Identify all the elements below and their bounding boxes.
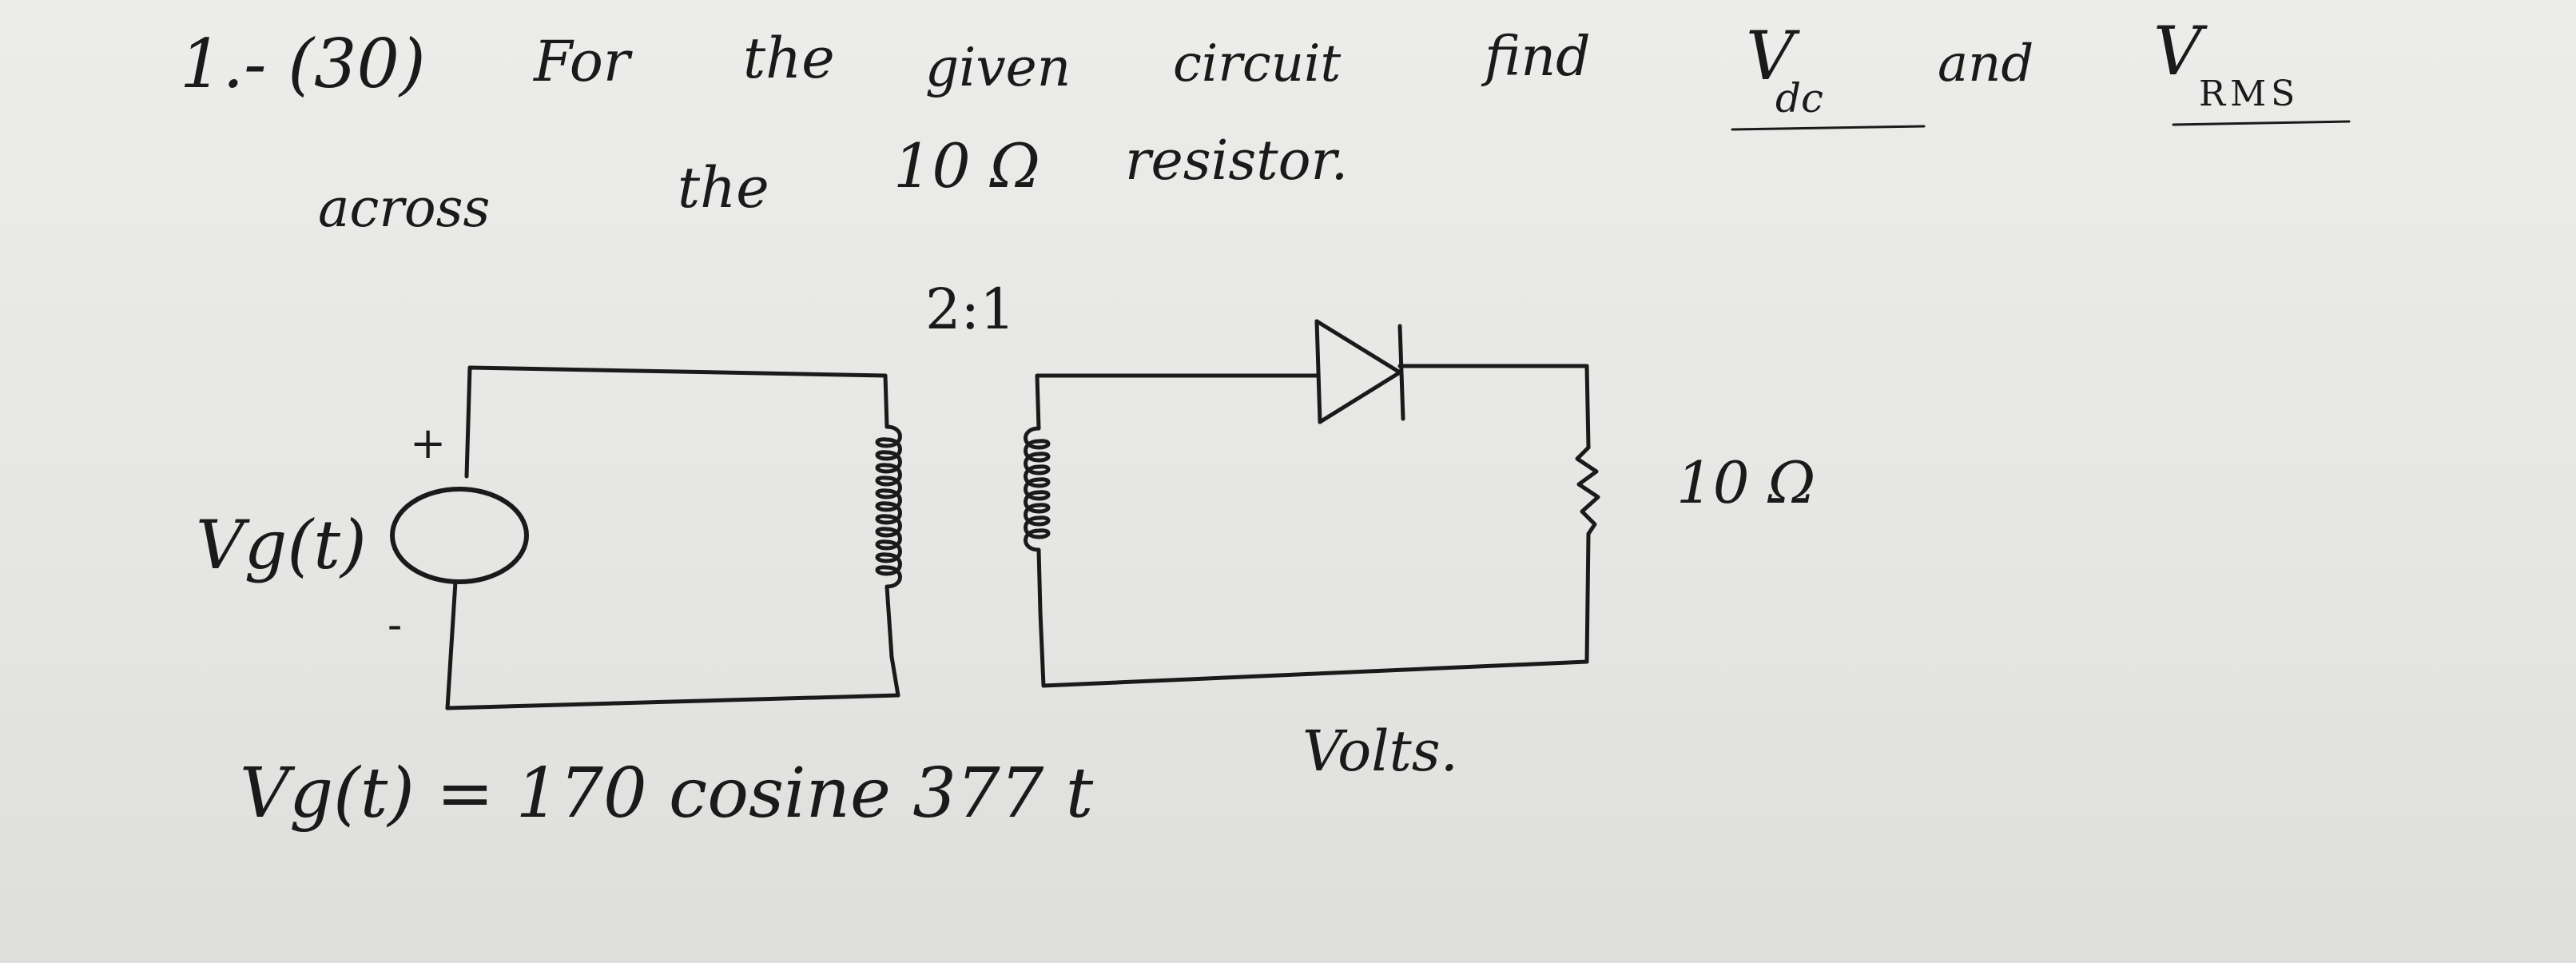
word-the: the [743,26,835,91]
vdc-symbol: V [1746,17,1795,95]
primary-top-wire [467,365,888,378]
resistor-label: 10 Ω [1676,449,1816,516]
vrms-subscript: RMS [2199,74,2300,114]
source-minus-sign: - [388,599,403,650]
word-find: find [1485,26,1591,89]
resistance-value-text: 10 Ω [893,130,1040,201]
secondary-right-wire-bottom [1584,531,1591,664]
secondary-left-wire-top [1035,373,1319,431]
source-plus-sign: + [410,418,447,468]
word-given: given [925,37,1071,98]
problem-number: 1.- (30) [180,25,426,103]
word-the-2: the [678,155,769,221]
equation-units: Volts. [1302,718,1458,784]
vrms-symbol: V [2153,12,2202,90]
primary-right-wire-top [883,373,889,429]
word-and: and [1938,34,2034,94]
resistor-icon [1575,445,1600,536]
source-equation: Vg(t) = 170 cosine 377 t [240,754,1094,834]
word-across: across [318,177,491,239]
secondary-bottom-wire [1041,659,1589,688]
word-circuit: circuit [1173,34,1342,94]
word-resistor: resistor. [1125,129,1349,193]
ac-source-icon [390,487,529,584]
secondary-left-wire-bottom [1038,610,1046,688]
secondary-right-wire-top [1584,364,1591,450]
primary-left-wire-top [464,365,472,479]
vdc-underline [1731,125,1926,131]
primary-left-wire-bottom [445,579,458,710]
vrms-underline [2172,120,2351,126]
word-for: For [534,29,630,94]
turns-ratio-label: 2:1 [925,277,1016,342]
primary-coil-icon [875,424,902,659]
diode-icon [1314,319,1405,424]
primary-right-wire-bottom [889,655,900,698]
vdc-subscript: dc [1775,75,1824,121]
source-label: Vg(t) [196,506,367,584]
primary-bottom-wire [445,693,900,710]
secondary-coil-icon [1024,426,1051,615]
